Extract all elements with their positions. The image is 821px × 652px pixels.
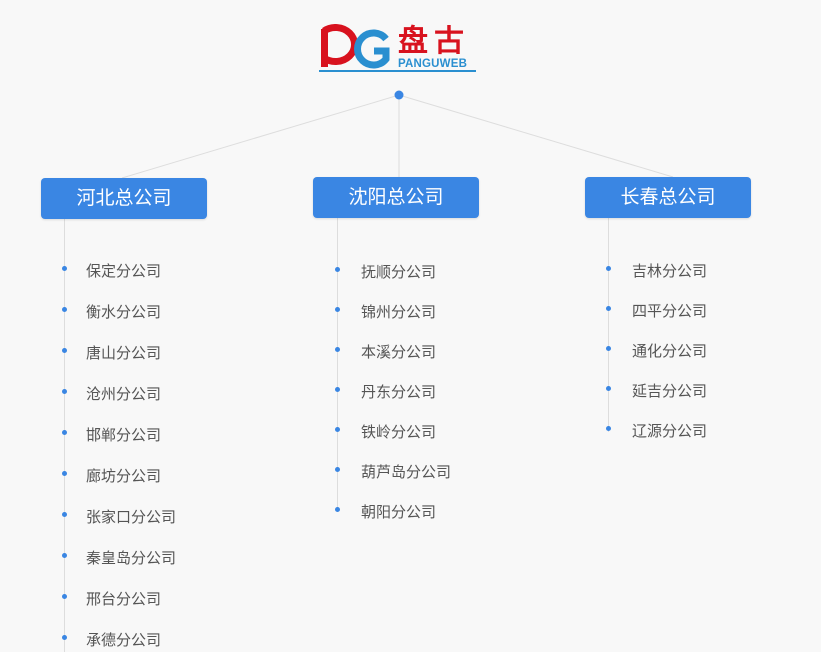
bullet-dot (335, 507, 340, 512)
list-item[interactable]: 锦州分公司 (361, 303, 437, 321)
list-item[interactable]: 辽源分公司 (632, 422, 708, 440)
list-item[interactable]: 秦皇岛分公司 (86, 549, 177, 567)
list-item[interactable]: 衡水分公司 (86, 303, 162, 321)
list-item[interactable]: 朝阳分公司 (361, 503, 437, 521)
bullet-dot (62, 307, 67, 312)
list-item[interactable]: 延吉分公司 (632, 382, 708, 400)
bullet-dot (62, 266, 67, 271)
bullet-dot (606, 306, 611, 311)
bullet-dot (62, 635, 67, 640)
list-item[interactable]: 保定分公司 (86, 262, 162, 280)
bullet-dot (62, 553, 67, 558)
bullet-dot (335, 307, 340, 312)
bullet-dot (62, 348, 67, 353)
connector-root-changchun (398, 94, 674, 178)
panguweb-logo[interactable]: 盘古 PANGUWEB (318, 24, 478, 76)
bullet-dot (606, 266, 611, 271)
list-item[interactable]: 邢台分公司 (86, 590, 162, 608)
branch-hebei-button[interactable]: 河北总公司 (41, 178, 207, 219)
bullet-dot (335, 267, 340, 272)
bullet-dot (335, 467, 340, 472)
list-item[interactable]: 承德分公司 (86, 631, 162, 649)
root-node-dot (394, 90, 404, 100)
bullet-dot (606, 386, 611, 391)
bullet-dot (62, 389, 67, 394)
list-item[interactable]: 沧州分公司 (86, 385, 162, 403)
branch-shenyang-button[interactable]: 沈阳总公司 (313, 177, 479, 218)
list-item[interactable]: 唐山分公司 (86, 344, 162, 362)
list-item[interactable]: 丹东分公司 (361, 383, 437, 401)
bullet-dot (62, 594, 67, 599)
list-item[interactable]: 抚顺分公司 (361, 263, 437, 281)
list-item[interactable]: 张家口分公司 (86, 508, 177, 526)
logo-underline (319, 70, 476, 72)
list-item[interactable]: 本溪分公司 (361, 343, 437, 361)
bullet-dot (335, 387, 340, 392)
connector-root-hebei (121, 94, 400, 179)
list-item[interactable]: 葫芦岛分公司 (361, 463, 452, 481)
list-item[interactable]: 铁岭分公司 (361, 423, 437, 441)
bullet-dot (335, 347, 340, 352)
bullet-dot (62, 430, 67, 435)
bullet-dot (62, 471, 67, 476)
list-item[interactable]: 通化分公司 (632, 342, 708, 360)
pg-logo-icon (321, 24, 390, 69)
list-item[interactable]: 邯郸分公司 (86, 426, 162, 444)
bullet-dot (335, 427, 340, 432)
branch-changchun-button[interactable]: 长春总公司 (585, 177, 751, 218)
bullet-dot (606, 426, 611, 431)
list-item[interactable]: 四平分公司 (632, 302, 708, 320)
bullet-dot (62, 512, 67, 517)
list-item[interactable]: 廊坊分公司 (86, 467, 162, 485)
list-item[interactable]: 吉林分公司 (632, 262, 708, 280)
logo-english-text: PANGUWEB (398, 58, 468, 70)
logo-chinese-text: 盘古 (398, 24, 470, 59)
bullet-dot (606, 346, 611, 351)
